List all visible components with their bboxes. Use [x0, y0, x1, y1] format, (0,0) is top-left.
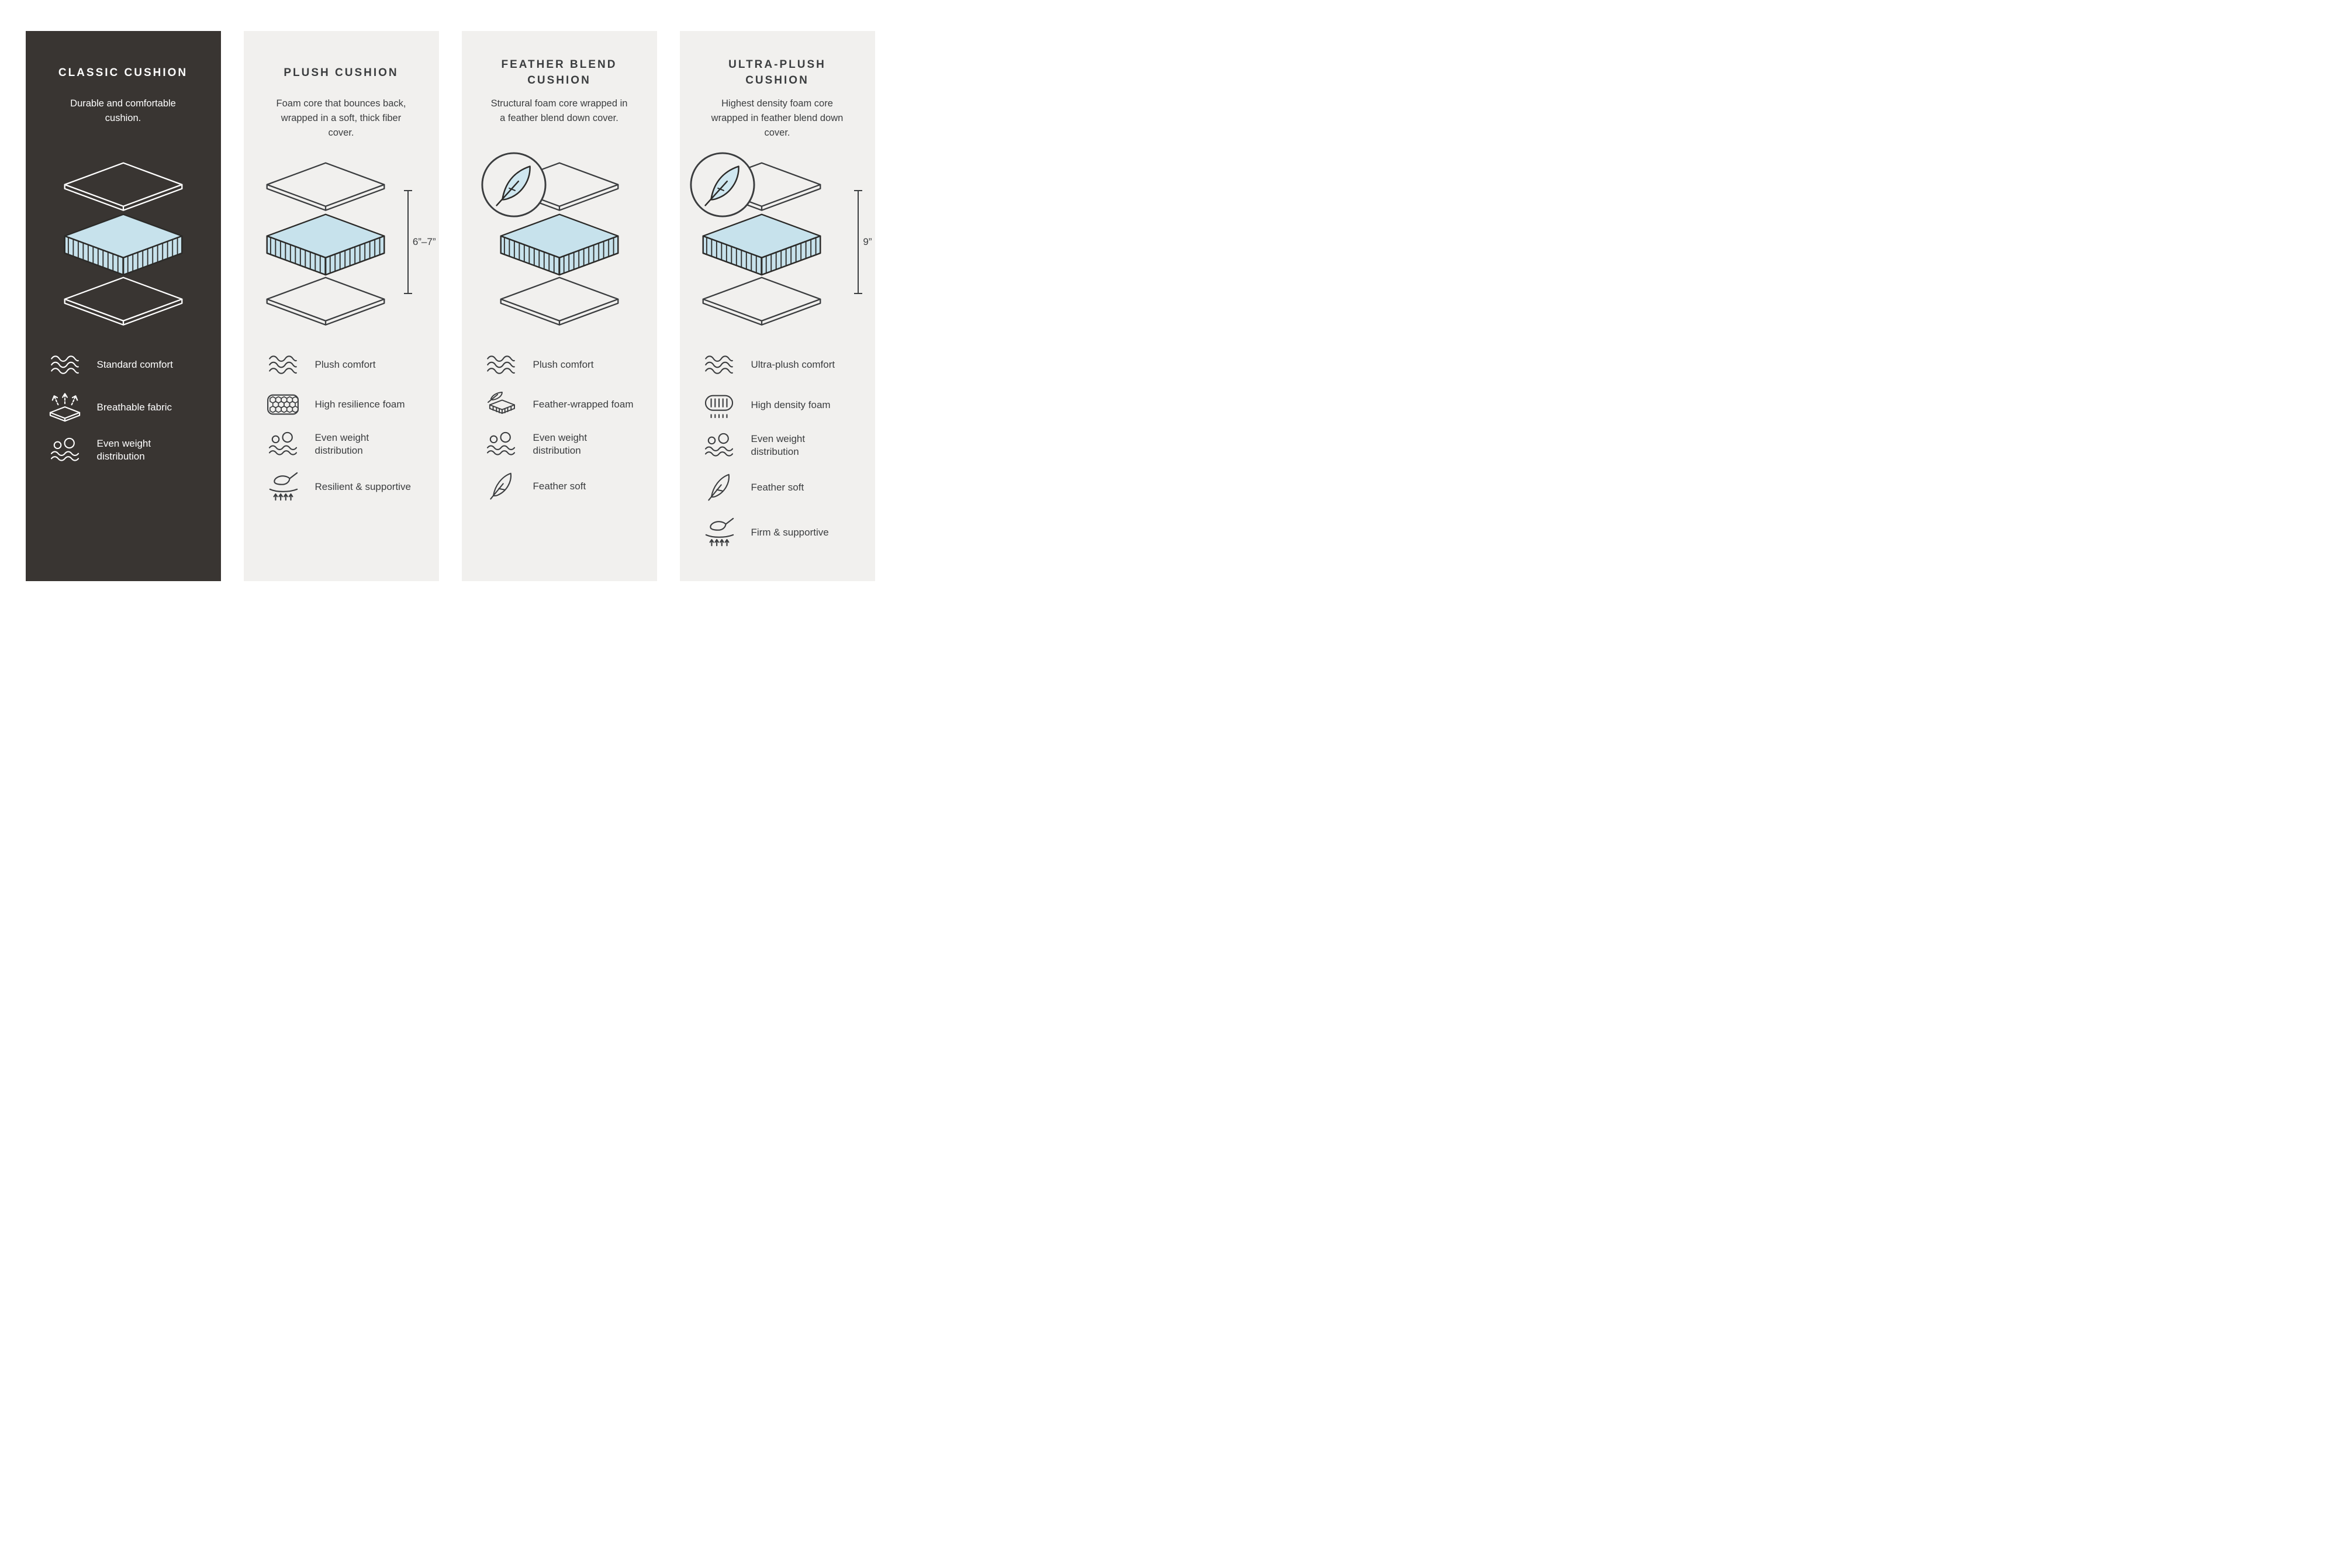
feature-label: Plush comfort [533, 358, 594, 370]
measurement-bracket [854, 190, 863, 294]
feature-row: Even weight distribution [483, 431, 636, 458]
cushion-diagram [26, 149, 221, 335]
feature-list: Standard comfort Breathable fabric Even … [26, 351, 221, 464]
cushion-layers-illustration [51, 158, 196, 326]
height-measurement: 6”–7” [403, 190, 436, 294]
feature-label: Firm & supportive [751, 526, 829, 538]
feather-icon [483, 471, 519, 502]
panel-description: Durable and comfortable cushion. [70, 98, 176, 123]
feature-row: Even weight distribution [47, 437, 200, 464]
feature-row: Breathable fabric [47, 391, 200, 424]
panel-feather-blend-cushion: FEATHER BLEND CUSHION Structural foam co… [461, 31, 657, 581]
feature-label: High density foam [751, 399, 831, 410]
feature-row: Resilient & supportive [265, 471, 418, 503]
feature-row: Firm & supportive [701, 516, 854, 549]
feature-label: Standard comfort [96, 358, 173, 370]
feature-label: Plush comfort [315, 358, 376, 370]
panel-plush-cushion: PLUSH CUSHION Foam core that bounces bac… [243, 31, 439, 581]
feature-row: High density foam [701, 391, 854, 419]
feature-label: Feather soft [533, 480, 586, 492]
breathable-fabric-icon [47, 391, 83, 424]
feature-label: Feather-wrapped foam [533, 398, 634, 410]
waves-icon [701, 354, 737, 376]
feature-list: Plush comfort High resilience foam Even … [244, 351, 439, 503]
panel-description: Structural foam core wrapped in a feathe… [490, 98, 628, 123]
feature-label: Ultra-plush comfort [751, 358, 835, 370]
feature-label: Even weight distribution [315, 431, 369, 456]
honeycomb-foam-icon [265, 391, 301, 418]
feature-row: Feather soft [483, 471, 636, 502]
feature-label: Breathable fabric [96, 401, 172, 413]
feature-row: Even weight distribution [701, 432, 854, 459]
hand-press-icon [701, 516, 737, 549]
feather-badge-icon [688, 150, 757, 219]
feature-label: Even weight distribution [751, 433, 806, 457]
feature-row: Plush comfort [265, 351, 418, 378]
height-measurement: 9” [854, 190, 872, 294]
feature-label: Even weight distribution [533, 431, 588, 456]
cushion-comparison: CLASSIC CUSHION Durable and comfortable … [0, 0, 900, 581]
weight-distribution-icon [483, 431, 519, 458]
weight-distribution-icon [47, 437, 83, 464]
feather-icon [701, 472, 737, 503]
feature-row: Standard comfort [47, 351, 200, 378]
feature-list: Ultra-plush comfort High density foam Ev… [680, 351, 875, 549]
feature-row: Feather soft [701, 472, 854, 503]
feature-label: High resilience foam [315, 398, 405, 410]
feature-row: Ultra-plush comfort [701, 351, 854, 378]
waves-icon [47, 354, 83, 376]
panel-title: ULTRA-PLUSH CUSHION [728, 58, 826, 87]
weight-distribution-icon [265, 431, 301, 458]
panel-description: Highest density foam core wrapped in fea… [711, 98, 844, 138]
panel-classic-cushion: CLASSIC CUSHION Durable and comfortable … [25, 31, 221, 581]
feature-row: Even weight distribution [265, 431, 418, 458]
density-foam-icon [701, 391, 737, 419]
feather-wrapped-foam-icon [483, 391, 519, 418]
waves-icon [265, 354, 301, 376]
feature-label: Feather soft [751, 481, 804, 493]
feature-row: High resilience foam [265, 391, 418, 418]
measurement-label: 9” [863, 236, 872, 247]
panel-title: FEATHER BLEND CUSHION [501, 58, 617, 87]
panel-title: CLASSIC CUSHION [58, 66, 188, 79]
weight-distribution-icon [701, 432, 737, 459]
feature-label: Resilient & supportive [315, 481, 411, 492]
waves-icon [483, 354, 519, 376]
cushion-diagram: 6”–7” [244, 149, 439, 335]
cushion-diagram [462, 149, 657, 335]
panel-ultra-plush-cushion: ULTRA-PLUSH CUSHION Highest density foam… [679, 31, 875, 581]
cushion-layers-illustration [253, 158, 398, 326]
cushion-diagram: 9” [680, 149, 875, 335]
feather-badge-icon [479, 150, 548, 219]
feature-row: Plush comfort [483, 351, 636, 378]
hand-press-icon [265, 471, 301, 503]
feature-label: Even weight distribution [96, 437, 151, 462]
feature-row: Feather-wrapped foam [483, 391, 636, 418]
panel-description: Foam core that bounces back, wrapped in … [276, 98, 406, 138]
measurement-label: 6”–7” [412, 236, 436, 247]
measurement-bracket [403, 190, 412, 294]
feature-list: Plush comfort Feather-wrapped foam Even … [462, 351, 657, 502]
panel-title: PLUSH CUSHION [284, 66, 399, 79]
